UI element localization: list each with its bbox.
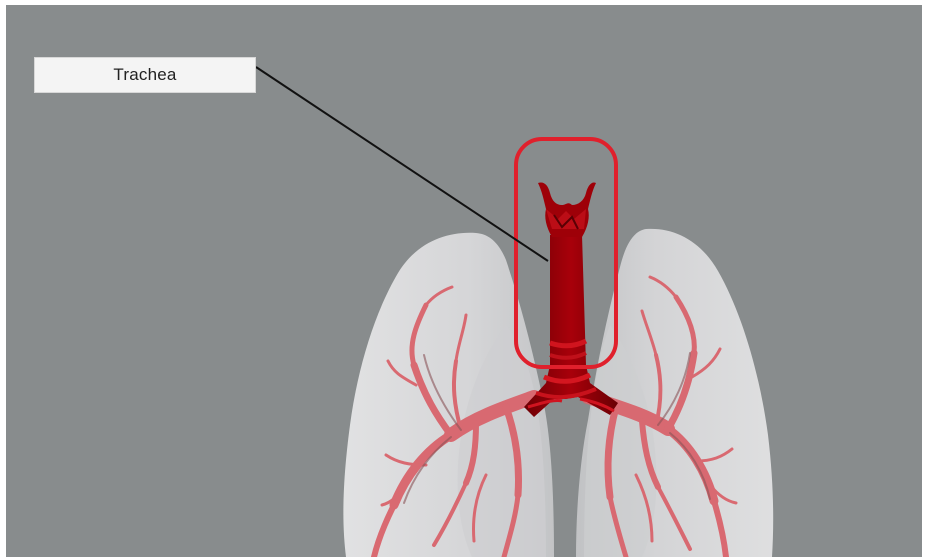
annotation-label[interactable]: Trachea bbox=[34, 57, 256, 93]
annotation-label-text: Trachea bbox=[113, 65, 176, 85]
leader-line bbox=[256, 67, 548, 261]
3d-viewport[interactable]: Trachea bbox=[6, 5, 922, 557]
